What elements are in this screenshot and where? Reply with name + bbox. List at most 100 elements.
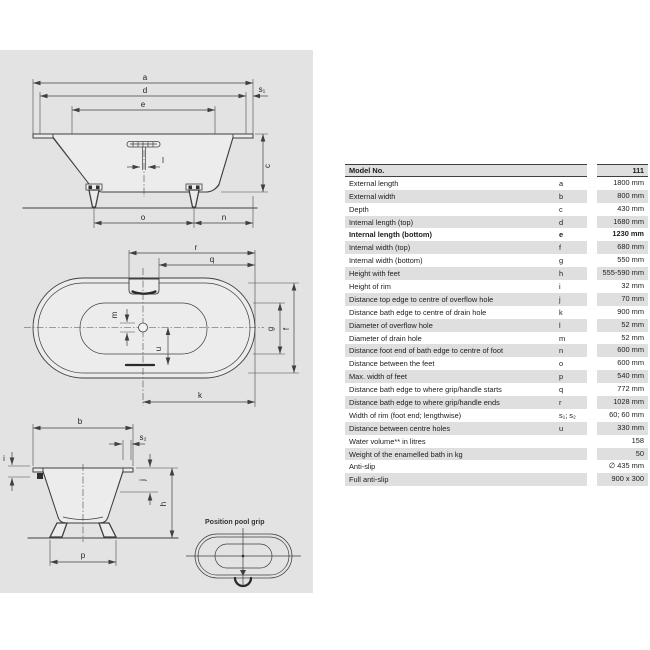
table-row-label-block: Internal length (bottom) e <box>345 228 587 241</box>
table-row: Distance bath edge to where grip/handle … <box>345 396 648 409</box>
row-value: 52 mm <box>621 332 644 342</box>
row-value: 600 mm <box>597 344 648 358</box>
row-label: Distance bath edge to centre of drain ho… <box>349 307 487 317</box>
table-column-gap <box>587 370 597 383</box>
table-row: Internal length (bottom) e 1230 mm <box>345 228 648 241</box>
row-value: 800 mm <box>597 189 648 203</box>
row-label: Distance foot end of bath edge to centre… <box>349 346 504 356</box>
table-row: Distance foot end of bath edge to centre… <box>345 344 648 358</box>
table-row: Distance top edge to centre of overflow … <box>345 292 648 306</box>
table-column-gap <box>587 409 597 422</box>
dim-label-i: i <box>3 454 5 463</box>
dim-label-c: c <box>263 164 272 168</box>
row-value: 1230 mm <box>612 229 644 239</box>
row-value: 70 mm <box>597 292 648 306</box>
table-column-gap <box>587 344 597 357</box>
table-row-label-block: Weight of the enamelled bath in kg <box>345 447 587 461</box>
row-value: 52 mm <box>597 318 648 332</box>
row-value: 330 mm <box>597 421 648 435</box>
plan-view: r q m u g f k <box>24 243 299 407</box>
row-label: Height of rim <box>349 281 391 291</box>
table-row: Internal width (top) f 680 mm <box>345 241 648 255</box>
row-value: ∅ 435 mm <box>608 461 644 471</box>
row-label: Model No. <box>349 165 385 175</box>
row-letter: a <box>559 178 564 188</box>
table-row-label-block: Diameter of overflow hole l <box>345 318 587 332</box>
table-row: Height of rim i 32 mm <box>345 280 648 293</box>
table-column-gap <box>587 267 597 280</box>
dim-label-s2: s₂ <box>139 433 146 442</box>
row-value: 430 mm <box>617 203 644 213</box>
row-label: Max. width of feet <box>349 372 407 382</box>
row-label: Internal width (bottom) <box>349 256 423 266</box>
table-row-label-block: External length a <box>345 177 587 190</box>
end-view: b s₂ i j h p <box>3 417 179 566</box>
row-value: 50 <box>597 447 648 461</box>
row-value: 600 mm <box>617 358 644 368</box>
row-value: 158 <box>631 435 644 445</box>
row-letter: q <box>559 385 564 395</box>
table-row-label-block: Depth c <box>345 203 587 216</box>
table-column-gap <box>587 228 597 241</box>
table-row: Model No. 111 <box>345 164 648 177</box>
row-value: 555-590 mm <box>597 267 648 281</box>
table-row-label-block: Internal length (top) d <box>345 215 587 229</box>
table-row-label-block: Distance bath edge to centre of drain ho… <box>345 306 587 319</box>
row-label: Internal length (bottom) <box>349 230 432 240</box>
table-column-gap <box>587 422 597 435</box>
dim-label-u: u <box>154 347 163 351</box>
table-row-label-block: Internal width (bottom) g <box>345 254 587 267</box>
table-row: Internal length (top) d 1680 mm <box>345 215 648 229</box>
table-column-gap <box>587 190 597 203</box>
table-column-gap <box>587 435 597 448</box>
row-value: 32 mm <box>621 281 644 291</box>
row-value: 111 <box>597 164 648 177</box>
dim-label-o: o <box>141 213 146 222</box>
dim-label-k: k <box>198 391 203 400</box>
row-label: Distance bath edge to where grip/handle … <box>349 385 502 395</box>
table-row-label-block: Model No. <box>345 164 587 177</box>
row-letter: g <box>559 256 564 266</box>
row-letter: u <box>559 423 564 433</box>
table-row: Distance bath edge to centre of drain ho… <box>345 306 648 319</box>
row-value: 540 mm <box>597 370 648 384</box>
table-row-label-block: Distance bath edge to where grip/handle … <box>345 383 587 396</box>
table-column-gap <box>587 203 597 216</box>
table-column-gap <box>587 164 597 177</box>
row-letter: s₁; s₂ <box>559 410 576 420</box>
table-column-gap <box>587 357 597 370</box>
row-value: 1028 mm <box>597 396 648 409</box>
dim-label-s1: s₁ <box>259 85 266 94</box>
row-label: Water volume** in litres <box>349 436 426 446</box>
dim-label-a: a <box>143 73 148 82</box>
row-label: Distance between the feet <box>349 359 435 369</box>
dim-label-l: l <box>162 156 164 165</box>
table-row-label-block: Width of rim (foot end; lengthwise) s₁; … <box>345 409 587 422</box>
table-row: Full anti-slip 900 x 300 <box>345 473 648 487</box>
table-row-label-block: Distance between centre holes u <box>345 421 587 435</box>
table-column-gap <box>587 254 597 267</box>
row-value: 1680 mm <box>597 215 648 229</box>
row-letter: d <box>559 217 564 227</box>
row-value: 680 mm <box>597 241 648 255</box>
table-row: Width of rim (foot end; lengthwise) s₁; … <box>345 409 648 422</box>
table-row-label-block: Anti-slip <box>345 460 587 473</box>
table-column-gap <box>587 473 597 486</box>
row-label: External width <box>349 191 396 201</box>
row-label: Internal length (top) <box>349 217 414 227</box>
table-column-gap <box>587 460 597 473</box>
table-row: Depth c 430 mm <box>345 203 648 216</box>
table-row: Max. width of feet p 540 mm <box>345 370 648 384</box>
dim-label-m: m <box>110 311 119 318</box>
dim-label-j: j <box>138 479 147 482</box>
row-value: 772 mm <box>617 384 644 394</box>
table-row: Diameter of drain hole m 52 mm <box>345 332 648 345</box>
table-row-label-block: Height of rim i <box>345 280 587 293</box>
row-label: Diameter of overflow hole <box>349 320 433 330</box>
row-label: Distance bath edge to where grip/handle … <box>349 397 500 407</box>
bath-feet-end <box>48 522 118 538</box>
row-value: 60; 60 mm <box>609 409 644 419</box>
table-row-label-block: Water volume** in litres <box>345 435 587 448</box>
table-column-gap <box>587 396 597 409</box>
